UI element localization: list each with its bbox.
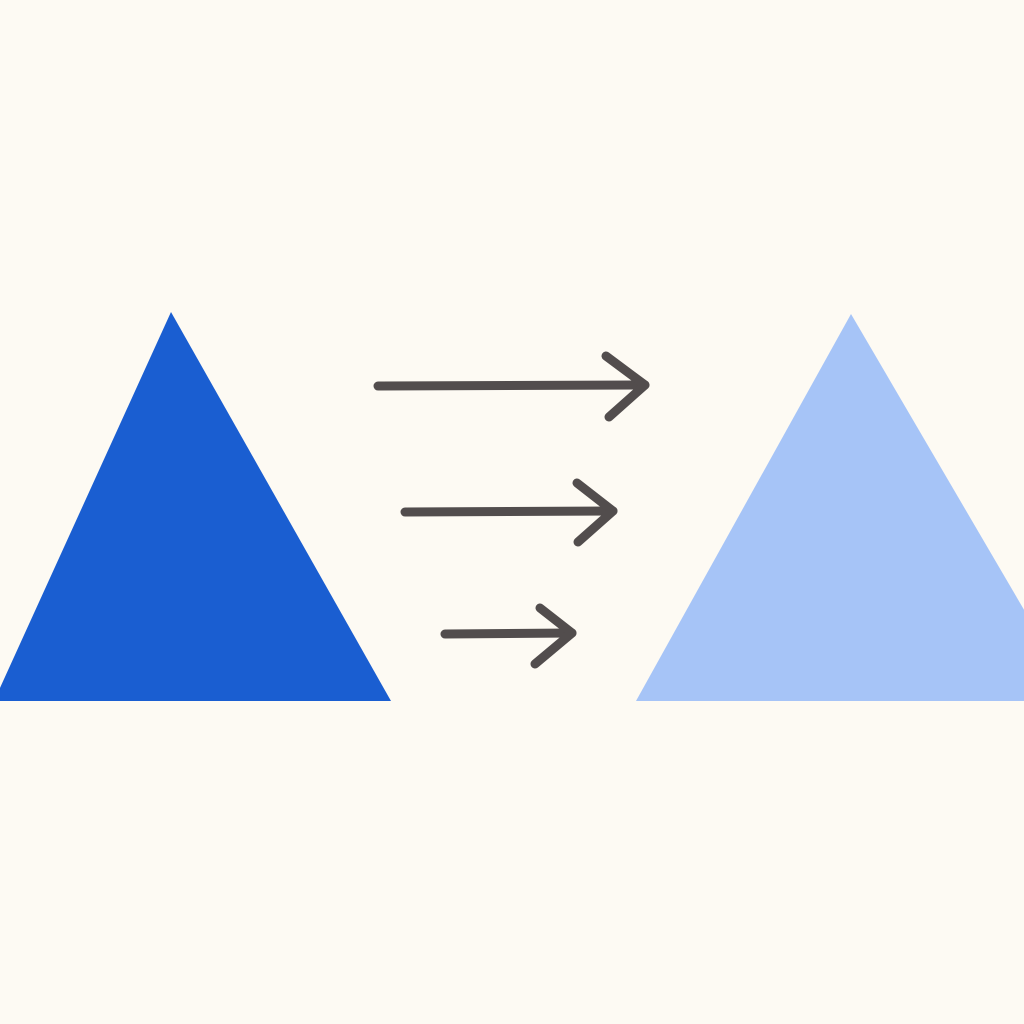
arrows-group (373, 351, 650, 669)
arrow-middle (400, 478, 618, 547)
source-triangle (0, 312, 391, 701)
target-triangle (636, 314, 1024, 701)
arrow-bottom (440, 603, 577, 669)
arrow-top-head (601, 351, 650, 422)
arrow-bottom-head (530, 603, 577, 669)
arrow-middle-shaft (400, 506, 618, 517)
arrow-bottom-shaft (440, 628, 577, 639)
arrow-top-shaft (373, 380, 650, 391)
arrow-top (373, 351, 650, 422)
arrow-middle-head (572, 478, 618, 547)
